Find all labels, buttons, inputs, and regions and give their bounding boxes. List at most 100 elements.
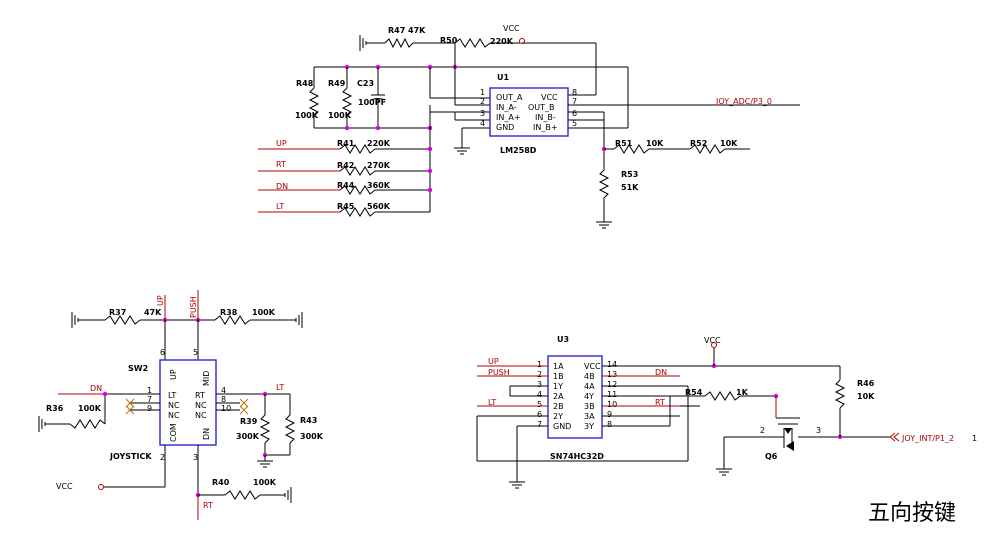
sw2-pnum: 7 xyxy=(147,395,152,404)
resistor-r47 xyxy=(384,37,414,49)
vcc-connector xyxy=(711,342,717,348)
r39-val: 300K xyxy=(236,432,260,441)
r41-ref: R41 xyxy=(337,139,355,148)
sw2-pin-lt: LT xyxy=(168,391,176,400)
sw2-name: JOYSTICK xyxy=(109,452,152,461)
ground-symbol xyxy=(359,34,367,52)
r41-val: 220K xyxy=(367,139,391,148)
u3-pin-left: 1A xyxy=(553,362,564,371)
resistor-r53 xyxy=(598,169,610,199)
sw2-pnum: 4 xyxy=(221,386,226,395)
resistor-r41 xyxy=(339,144,376,154)
r48-ref: R48 xyxy=(296,79,314,88)
sw2-pin-nc: NC xyxy=(168,401,180,410)
u3-pnum: 9 xyxy=(607,410,612,419)
q6-ref: Q6 xyxy=(765,452,778,461)
sw2-pin-nc: NC xyxy=(195,411,207,420)
u1-pin-in-b-minus: IN_B- xyxy=(535,113,556,122)
net-sw-up: UP xyxy=(156,295,165,306)
resistor-r45 xyxy=(339,207,376,217)
input-ladder: UP R41 220K RT R42 270K DN R44 360K LT R… xyxy=(258,139,433,217)
r54-val: 1K xyxy=(736,388,749,397)
r53-val: 51K xyxy=(621,183,639,192)
net-u3-push: PUSH xyxy=(488,368,510,377)
u1-pnum: 8 xyxy=(572,88,577,97)
net-dn: DN xyxy=(276,182,288,191)
r53-ref: R53 xyxy=(621,170,638,179)
r47-val: 47K xyxy=(408,26,426,35)
u3-pnum: 1 xyxy=(537,360,542,369)
u3-pnum: 4 xyxy=(537,390,542,399)
r43-ref: R43 xyxy=(300,416,317,425)
u3-pnum: 3 xyxy=(537,380,542,389)
sw2-pnum: 9 xyxy=(147,404,152,413)
u3-pin-left: 1B xyxy=(553,372,564,381)
u3-pin-right: 3Y xyxy=(584,422,594,431)
ground-symbol xyxy=(295,311,303,329)
ground-symbol xyxy=(715,468,733,476)
vcc-connector xyxy=(98,484,104,490)
u3-pin-left: 2B xyxy=(553,402,564,411)
q6-mosfet: 2 3 Q6 xyxy=(740,417,821,461)
u3-pin-left: GND xyxy=(553,422,571,431)
q6-pin: 2 xyxy=(760,426,765,435)
sw2-pnum: 3 xyxy=(193,453,198,462)
vcc-label-top: VCC xyxy=(503,24,520,33)
r42-ref: R42 xyxy=(337,161,354,170)
c23-ref: C23 xyxy=(357,79,374,88)
resistor-r46 xyxy=(834,379,846,409)
u1-pin-vcc: VCC xyxy=(541,93,558,102)
u3-pin-left: 2A xyxy=(553,392,564,401)
r49-val: 100K xyxy=(328,111,352,120)
u3-pnum: 6 xyxy=(537,410,542,419)
u1-pin-in-b-plus: IN_B+ xyxy=(533,123,558,132)
net-rt: RT xyxy=(276,160,286,169)
r43-val: 300K xyxy=(300,432,324,441)
u3-pnum: 7 xyxy=(537,420,542,429)
r50-val: 220K xyxy=(490,37,514,46)
resistor-r52 xyxy=(689,144,726,154)
r46-val: 10K xyxy=(857,392,875,401)
ground-symbol xyxy=(38,415,46,433)
sw2-pin-com: COM xyxy=(169,423,178,442)
sw2-pnum: 1 xyxy=(147,386,152,395)
resistor-r42 xyxy=(339,166,376,176)
u3-pnum: 12 xyxy=(607,380,617,389)
u1-chip xyxy=(489,87,569,137)
vcc-label-sw: VCC xyxy=(56,482,73,491)
net-lt: LT xyxy=(276,202,284,211)
sw2-pnum: 6 xyxy=(160,348,165,357)
u3-pnum: 5 xyxy=(537,400,542,409)
r42-val: 270K xyxy=(367,161,391,170)
u3-pnum: 8 xyxy=(607,420,612,429)
r36-val: 100K xyxy=(78,404,102,413)
u1-pin-in-a-minus: IN_A- xyxy=(496,103,517,112)
resistor-r54 xyxy=(704,391,741,401)
r44-ref: R44 xyxy=(337,181,355,190)
sw2-pin-mid: MID xyxy=(202,371,211,386)
r54-ref: R54 xyxy=(685,388,703,397)
r36-ref: R36 xyxy=(46,404,64,413)
u3-pin-left: 1Y xyxy=(553,382,563,391)
sw2-pnum: 5 xyxy=(193,348,198,357)
net-sw-dn: DN xyxy=(90,384,102,393)
u1-pin-gnd: GND xyxy=(496,123,514,132)
sw2-section: R37 47K R38 100K UP PUSH SW2 JOYSTICK LT… xyxy=(38,290,324,520)
u3-pin-right: 4A xyxy=(584,382,595,391)
u3-pnum: 13 xyxy=(607,370,617,379)
u1-pnum: 6 xyxy=(572,109,577,118)
resistor-r50 xyxy=(454,38,491,48)
net-sw-rt: RT xyxy=(203,501,213,510)
resistor-r48 xyxy=(308,87,320,117)
u3-part: SN74HC32D xyxy=(550,452,604,461)
sw2-pin-up: UP xyxy=(169,369,178,380)
resistor-r49 xyxy=(341,87,353,117)
u3-pin-right: 4Y xyxy=(584,392,594,401)
r48-val: 100K xyxy=(295,111,319,120)
net-u3-dn: DN xyxy=(655,368,667,377)
net-sw-lt: LT xyxy=(276,383,284,392)
r52-val: 10K xyxy=(720,139,738,148)
resistor-r36 xyxy=(69,419,106,429)
joy-int-pin: 1 xyxy=(972,434,977,443)
u1-ref: U1 xyxy=(497,73,509,82)
